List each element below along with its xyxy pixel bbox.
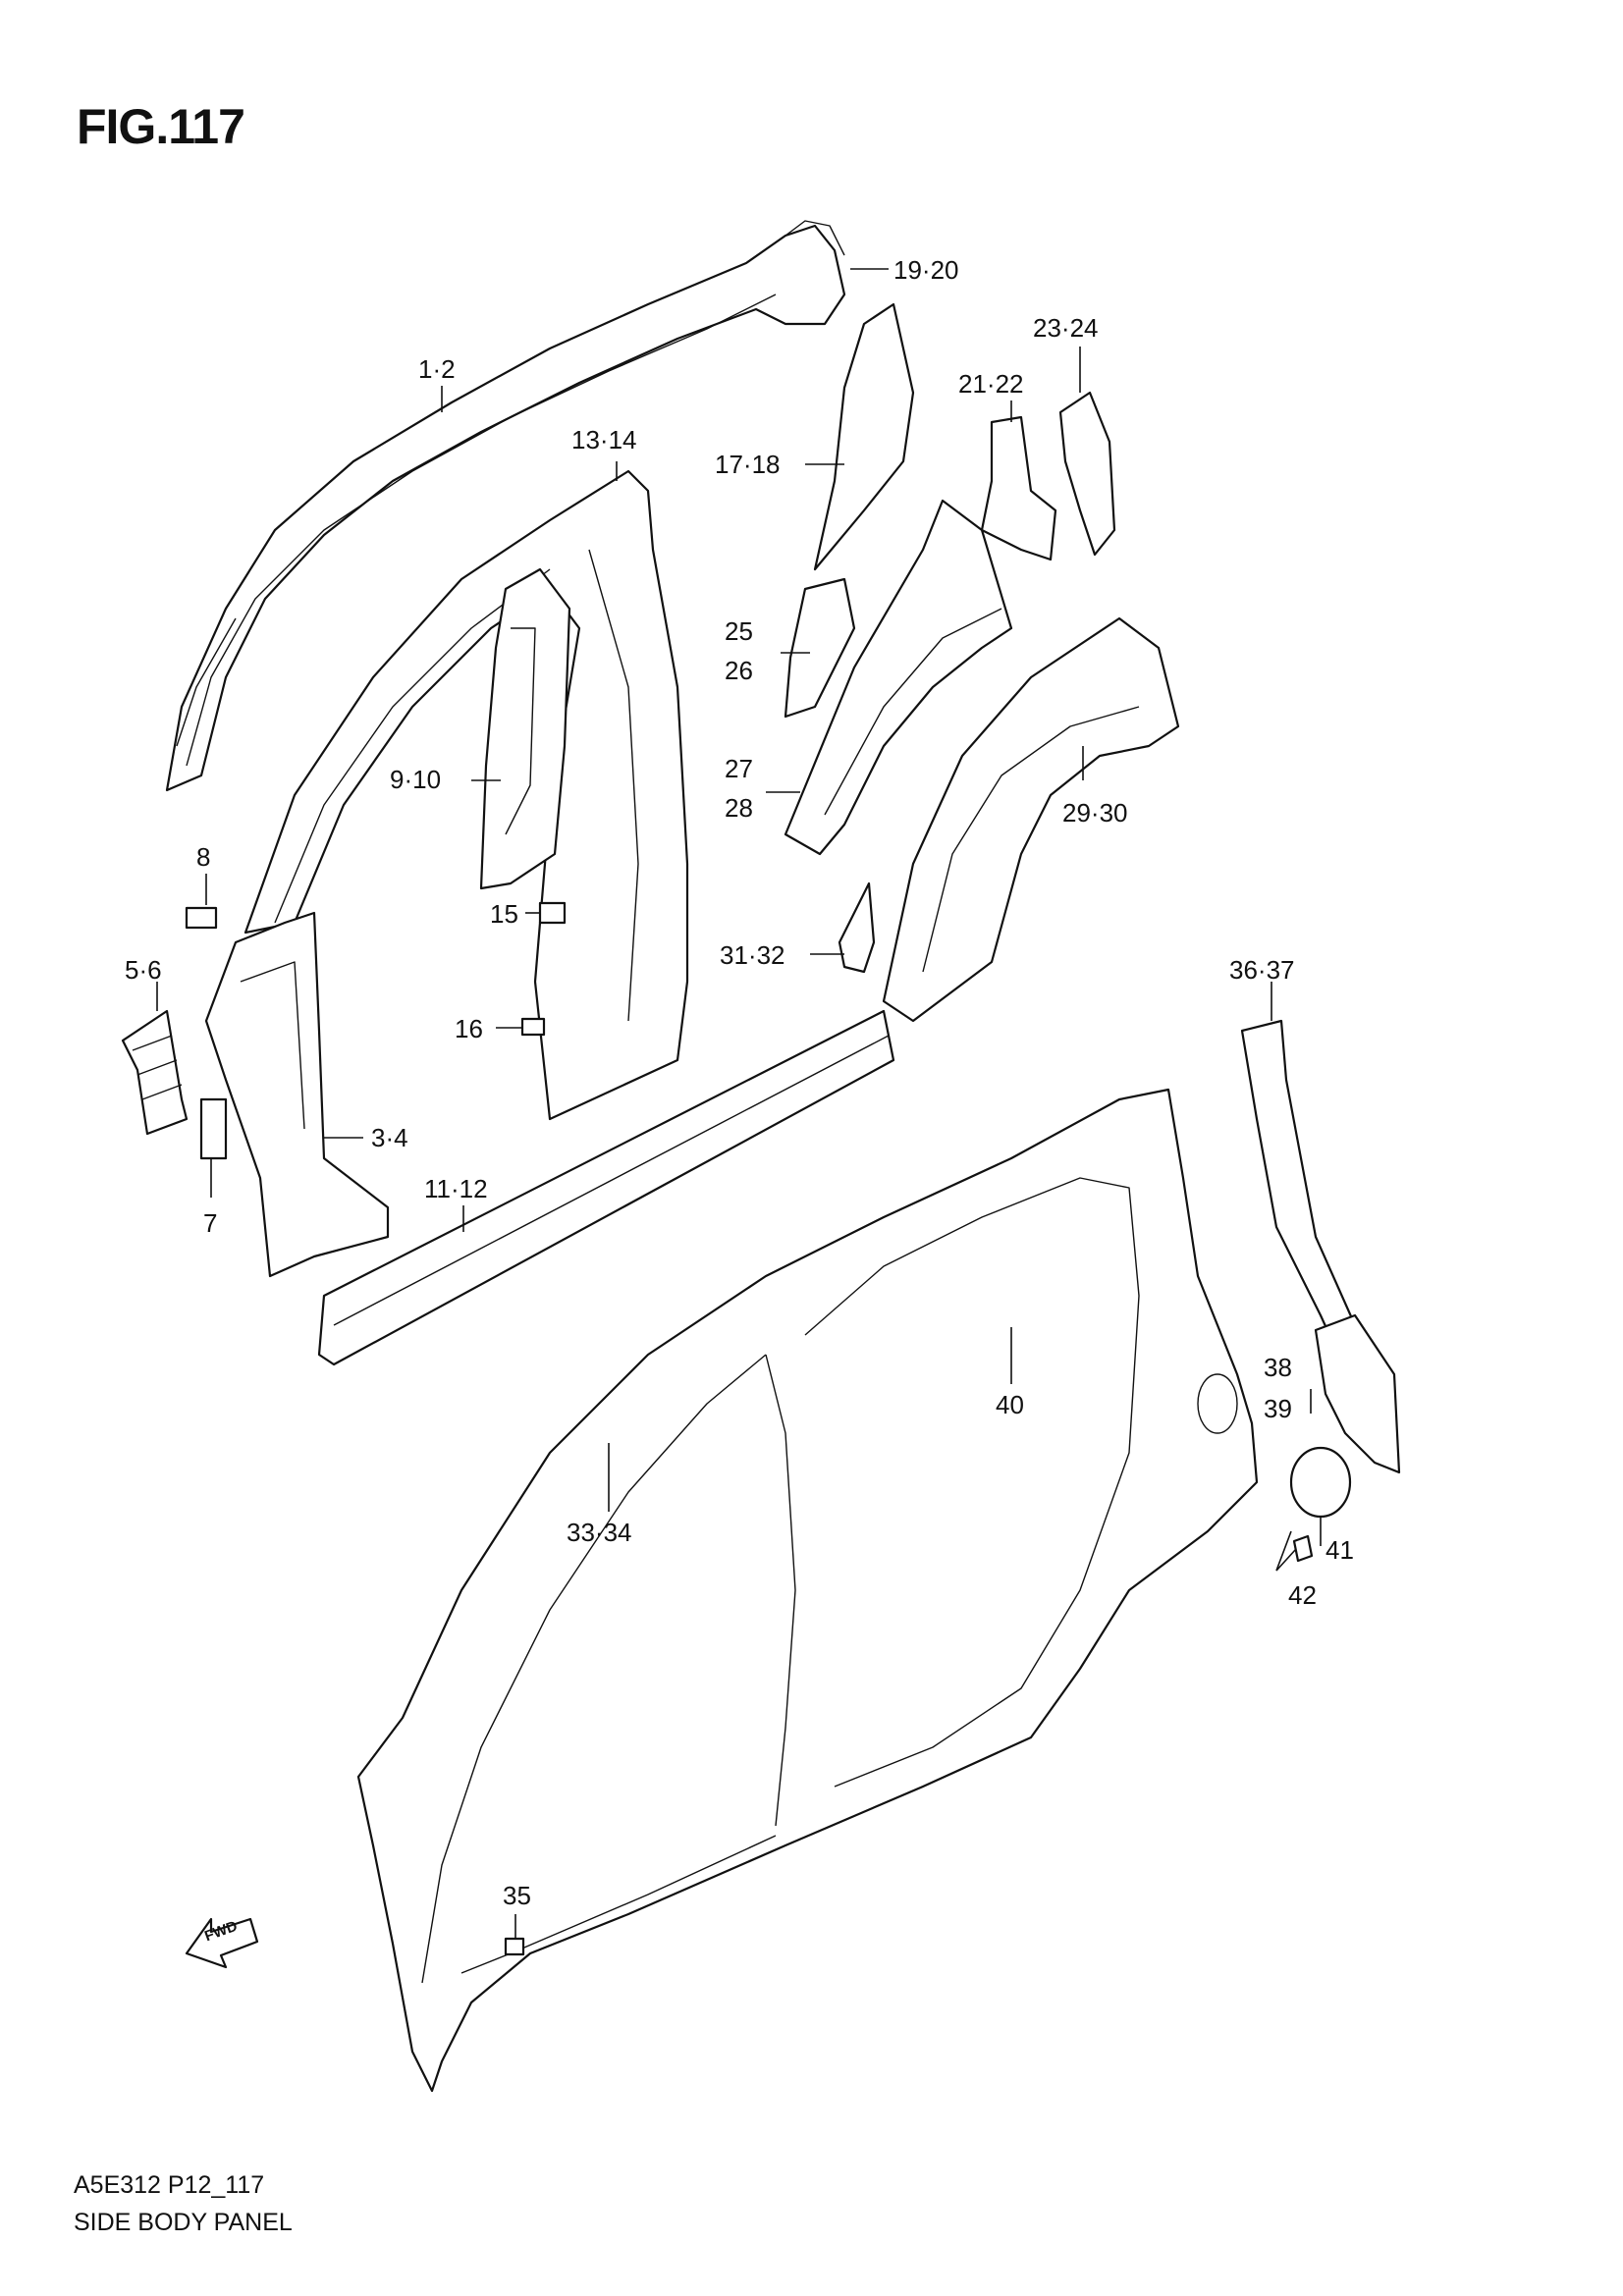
callout-31-32: 31·32 <box>720 940 785 970</box>
plate-part-8 <box>185 906 218 930</box>
callout-3-4: 3·4 <box>371 1123 408 1152</box>
bracket-part-23-24 <box>1058 391 1116 557</box>
callout-41: 41 <box>1325 1535 1354 1565</box>
wheelhouse-outer-part <box>882 616 1180 1023</box>
leader-lines <box>156 268 1322 1939</box>
callout-36-37: 36·37 <box>1229 955 1295 985</box>
callout-13-14: 13·14 <box>571 425 637 454</box>
callout-8: 8 <box>196 842 211 872</box>
drawing-name: SIDE BODY PANEL <box>74 2209 293 2236</box>
center-pillar-inner-part <box>479 567 571 890</box>
screw-part <box>1275 1534 1314 1572</box>
callout-25: 25 <box>725 616 753 646</box>
bracket-part-5-6 <box>121 1009 189 1136</box>
side-body-outer-panel <box>356 1088 1259 2093</box>
callout-19-20: 19·20 <box>893 255 959 285</box>
clip-part-16 <box>520 1017 546 1037</box>
callout-7: 7 <box>203 1208 218 1238</box>
callout-9-10: 9·10 <box>390 765 442 794</box>
wheelhouse-inner-part <box>784 499 1013 856</box>
callout-5-6: 5·6 <box>125 955 162 985</box>
front-pillar-lower-part <box>204 911 390 1278</box>
callout-11-12: 11·12 <box>424 1174 488 1203</box>
callout-40: 40 <box>996 1390 1024 1419</box>
callout-27: 27 <box>725 754 753 783</box>
plate-part-7 <box>199 1097 228 1160</box>
callout-21-22: 21·22 <box>958 369 1024 399</box>
figure-title: FIG.117 <box>77 99 245 154</box>
forward-arrow-icon <box>185 1917 259 1969</box>
callout-23-24: 23·24 <box>1033 313 1099 343</box>
callout-29-30: 29·30 <box>1062 798 1128 828</box>
reinforcement-part-25-26 <box>784 577 856 719</box>
bracket-part-31-32 <box>838 881 876 974</box>
callout-15: 15 <box>490 899 518 929</box>
bracket-part-21-22 <box>980 415 1057 561</box>
clip-part-35 <box>504 1937 525 1956</box>
drawing-code: A5E312 P12_117 <box>74 2171 265 2199</box>
callout-35: 35 <box>503 1881 531 1910</box>
callout-33-34: 33·34 <box>567 1518 632 1547</box>
pillar-frame-part <box>243 469 689 1121</box>
callout-38: 38 <box>1264 1353 1292 1382</box>
quarter-inner-panel-17-18 <box>813 302 915 571</box>
callout-16: 16 <box>455 1014 483 1043</box>
callout-28: 28 <box>725 793 753 823</box>
bracket-part-38-39 <box>1314 1313 1401 1474</box>
callout-39: 39 <box>1264 1394 1292 1423</box>
callout-17-18: 17·18 <box>715 450 781 479</box>
side-sill-part <box>317 1009 895 1366</box>
roof-side-rail-part <box>165 220 846 792</box>
clip-part-15 <box>538 901 567 925</box>
callout-42: 42 <box>1288 1580 1317 1610</box>
callout-1-2: 1·2 <box>418 354 456 384</box>
callout-26: 26 <box>725 656 753 685</box>
fuel-lid-part <box>1289 1446 1352 1519</box>
